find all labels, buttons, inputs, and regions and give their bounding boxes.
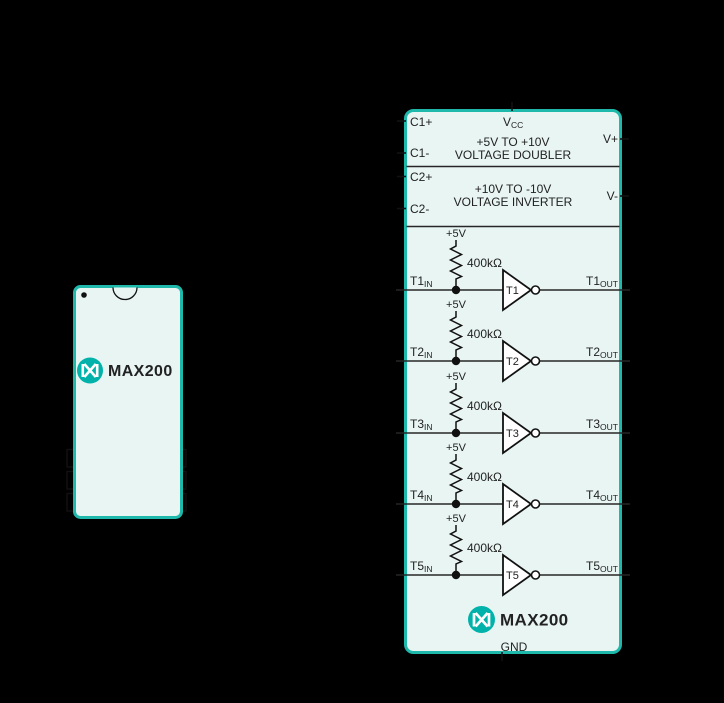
tout-pin-label: T4OUT [586,488,618,503]
inverter-bubble-icon [530,285,541,295]
pullup-resistor-icon [448,525,464,575]
c1plus-pin-label: C1+ [410,115,432,129]
maxim-logo-icon [77,357,103,384]
supply-label: +5V [446,228,467,240]
inverter-bubble-icon [530,356,541,366]
doubler-title-line1: +5V TO +10V [477,135,550,149]
c2plus-pin-label: C2+ [410,170,432,184]
c1minus-pin-label: C1- [410,146,429,160]
tout-pin-label: T3OUT [586,417,618,432]
package-body [73,285,183,519]
vminus-pin-label: V- [607,189,618,203]
transmitter-block-t1: +5V 400kΩ T1 T1IN T1OUT [396,228,630,312]
transmitter-block-t5: +5V 400kΩ T5 T5IN T5OUT [396,513,630,597]
inverter-triangle-icon [502,482,533,526]
functional-diagram-block: VCC C1+ C1- +5V TO +10V VOLTAGE DOUBLER … [396,102,630,661]
vplus-pin-label: V+ [603,132,618,146]
tout-pin-label: T5OUT [586,559,618,574]
supply-label: +5V [446,371,467,383]
inverter-bubble-icon [530,570,541,580]
doubler-title-line2: VOLTAGE DOUBLER [455,148,572,162]
transmitter-block-t3: +5V 400kΩ T3 T3IN T3OUT [396,371,630,455]
tin-pin-label: T1IN [410,274,433,289]
junction-dot [451,499,461,509]
c2minus-pin-label: C2- [410,202,429,216]
vcc-pin-label: VCC [503,115,523,130]
supply-label: +5V [446,513,467,525]
transmitter-name-label: T2 [506,356,519,368]
inverter-bubble-icon [530,499,541,509]
inverter-title-line1: +10V TO -10V [475,182,552,196]
junction-dot [451,285,461,295]
junction-dot [451,428,461,438]
inverter-bubble-icon [530,428,541,438]
pullup-resistor-icon [448,311,464,361]
inverter-triangle-icon [502,411,533,455]
transmitter-block-t4: +5V 400kΩ T4 T4IN T4OUT [396,442,630,526]
transmitter-name-label: T5 [506,570,519,582]
inverter-title-line2: VOLTAGE INVERTER [454,195,573,209]
pullup-resistor-icon [448,454,464,504]
functional-part-number: MAX200 [500,611,569,630]
resistor-value-label: 400kΩ [467,399,502,413]
tin-pin-label: T3IN [410,417,433,432]
tin-pin-label: T4IN [410,488,433,503]
index-notch-icon [112,287,138,301]
transmitter-name-label: T1 [506,285,519,297]
voltage-doubler-section: C1+ C1- +5V TO +10V VOLTAGE DOUBLER V+ [410,115,618,162]
supply-label: +5V [446,442,467,454]
package-part-number: MAX200 [108,363,173,380]
tout-pin-label: T2OUT [586,345,618,360]
pin1-dot-icon [81,292,87,298]
resistor-value-label: 400kΩ [467,541,502,555]
gnd-pin-label: GND [501,640,528,654]
pullup-resistor-icon [448,383,464,433]
junction-dot [451,356,461,366]
voltage-inverter-section: C2+ C2- +10V TO -10V VOLTAGE INVERTER V- [410,170,618,216]
pullup-resistor-icon [448,240,464,290]
dip-package: MAX200 [66,285,187,519]
transmitter-name-label: T4 [506,499,519,511]
maxim-logo-icon [468,606,495,633]
resistor-value-label: 400kΩ [467,470,502,484]
junction-dot [451,570,461,580]
pin-ticks [397,102,629,661]
supply-label: +5V [446,299,467,311]
resistor-value-label: 400kΩ [467,327,502,341]
tout-pin-label: T1OUT [586,274,618,289]
functional-diagram-body [404,109,622,654]
inverter-triangle-icon [502,268,533,312]
transmitter-block-t2: +5V 400kΩ T2 T2IN T2OUT [396,299,630,383]
tin-pin-label: T5IN [410,559,433,574]
transmitter-name-label: T3 [506,428,519,440]
inverter-triangle-icon [502,553,533,597]
tin-pin-label: T2IN [410,345,433,360]
inverter-triangle-icon [502,339,533,383]
resistor-value-label: 400kΩ [467,256,502,270]
